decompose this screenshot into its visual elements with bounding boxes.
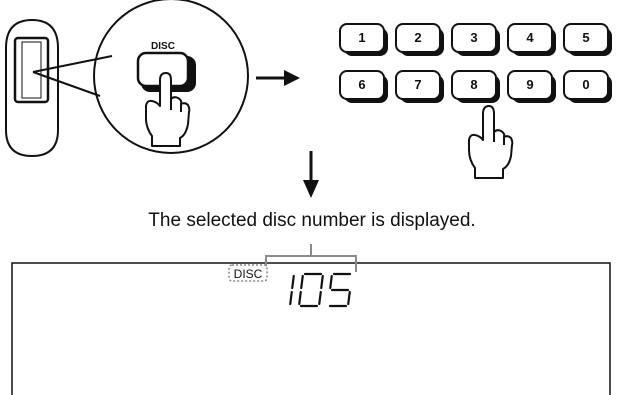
caption-text: The selected disc number is displayed. [148, 210, 476, 231]
keypad-key-label: 9 [526, 77, 533, 92]
pointing-hand-icon [468, 105, 514, 179]
digit-1 [289, 274, 295, 306]
keypad-key-label: 1 [358, 30, 365, 45]
keypad-key-9: 9 [507, 70, 556, 103]
keypad-key-8: 8 [451, 70, 500, 103]
disc-indicator-label: DISC [234, 267, 263, 281]
display-digits [289, 272, 352, 308]
keypad-key-0: 0 [563, 70, 612, 103]
keypad-key-label: 8 [470, 77, 477, 92]
keypad-key-label: 7 [414, 77, 421, 92]
number-bracket [265, 244, 357, 272]
digit-5 [328, 272, 352, 308]
remote-control [5, 18, 59, 158]
keypad-key-label: 0 [582, 77, 589, 92]
pointing-hand-icon [145, 72, 191, 147]
keypad-key-4: 4 [507, 23, 556, 56]
down-arrow [303, 151, 319, 198]
display-panel [11, 262, 611, 395]
keypad-key-7: 7 [395, 70, 444, 103]
keypad-key-label: 2 [414, 30, 421, 45]
keypad-key-3: 3 [451, 23, 500, 56]
digit-0 [298, 272, 324, 308]
keypad-key-label: 6 [358, 77, 365, 92]
numeric-keypad: 1 2 3 4 5 6 7 8 9 0 [339, 23, 612, 103]
keypad-key-6: 6 [339, 70, 388, 103]
keypad-key-label: 3 [470, 30, 477, 45]
keypad-key-label: 4 [526, 30, 534, 45]
disc-button-label: DISC [151, 41, 175, 52]
keypad-key-5: 5 [563, 23, 612, 56]
keypad-key-1: 1 [339, 23, 388, 56]
keypad-key-label: 5 [582, 30, 589, 45]
disc-indicator-flash: DISC [228, 264, 268, 282]
magnifier-callout [32, 0, 249, 154]
right-arrow [256, 70, 300, 86]
keypad-key-2: 2 [395, 23, 444, 56]
